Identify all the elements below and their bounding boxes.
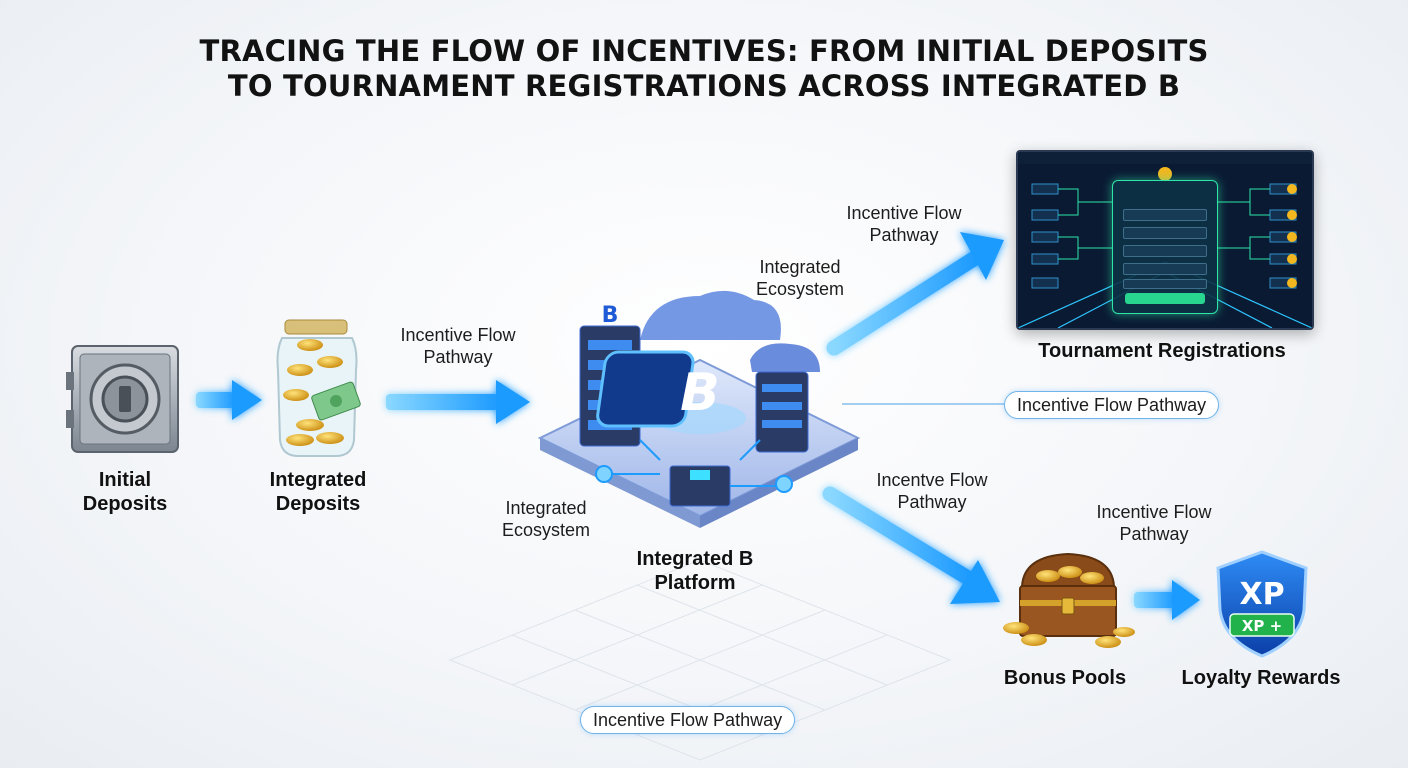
reg-field xyxy=(1123,279,1207,289)
registration-panel xyxy=(1112,180,1218,314)
label-line: Initial xyxy=(98,469,152,491)
reg-field xyxy=(1123,263,1207,275)
platform-small-logo: B xyxy=(602,303,619,328)
label-line: Incentive Flow xyxy=(846,203,962,223)
flow-label-ecosystem-top: Integrated Ecosystem xyxy=(740,256,860,300)
label-line: Incentve Flow xyxy=(876,470,988,490)
label-line: Deposits xyxy=(275,493,361,515)
label-line: Deposits xyxy=(82,493,168,515)
floor-grid xyxy=(448,559,952,761)
arrow-bonus-to-loyalty xyxy=(1134,580,1200,620)
xp-shield-icon: XP XP + xyxy=(1216,550,1308,658)
reg-submit-button xyxy=(1125,293,1205,304)
flow-pill-bottom: Incentive Flow Pathway xyxy=(580,706,796,734)
label-line: Pathway xyxy=(1119,524,1189,544)
arrow-vault-to-jar xyxy=(196,380,262,420)
label-line: Platform xyxy=(654,572,736,594)
label-line: Incentive Flow xyxy=(1096,502,1212,522)
label-line: Integrated xyxy=(505,498,587,518)
flow-label-deposit-to-platform: Incentive Flow Pathway xyxy=(378,324,538,368)
label-line: Pathway xyxy=(423,347,493,367)
label-line: Integrated xyxy=(269,469,367,491)
tournament-screen-icon xyxy=(1016,150,1314,330)
coin-jar-icon xyxy=(276,319,361,457)
node-integrated-deposits-label: Integrated Deposits xyxy=(248,468,388,516)
label-line: Pathway xyxy=(869,225,939,245)
node-bonus-pools-label: Bonus Pools xyxy=(1003,667,1127,689)
label-line: Incentive Flow xyxy=(400,325,516,345)
screen-topbar xyxy=(1018,152,1312,164)
arrow-platform-to-bonus xyxy=(822,486,1000,604)
bracket-graphic xyxy=(1018,167,1312,328)
label-line: Pathway xyxy=(897,492,967,512)
arrow-platform-to-tournament xyxy=(826,232,1004,356)
flow-pill-right: Incentive Flow Pathway xyxy=(1004,391,1220,419)
flow-label-platform-to-tournament: Incentive Flow Pathway xyxy=(824,202,984,246)
platform-logo-letter: B xyxy=(680,363,720,423)
vault-icon xyxy=(66,345,179,453)
b-platform-icon: B B xyxy=(537,290,861,528)
label-line: Integrated B xyxy=(636,548,754,570)
xp-badge-main: XP xyxy=(1239,577,1284,612)
diagram-title: TRACING THE FLOW OF INCENTIVES: FROM INI… xyxy=(0,34,1408,104)
title-line-2: TO TOURNAMENT REGISTRATIONS ACROSS INTEG… xyxy=(227,69,1181,103)
reg-field xyxy=(1123,227,1207,239)
xp-badge-sub: XP + xyxy=(1242,617,1282,635)
node-platform-label: Integrated B Platform xyxy=(610,547,780,595)
flow-label-bonus-to-loyalty: Incentive Flow Pathway xyxy=(1074,501,1234,545)
node-initial-deposits-label: Initial Deposits xyxy=(60,468,190,516)
reg-field xyxy=(1123,209,1207,221)
arrow-jar-to-platform xyxy=(386,380,530,424)
node-loyalty-rewards-label: Loyalty Rewards xyxy=(1181,667,1341,689)
label-line: Ecosystem xyxy=(755,279,845,299)
node-tournament-label: Tournament Registrations xyxy=(1038,340,1286,362)
title-line-1: TRACING THE FLOW OF INCENTIVES: FROM INI… xyxy=(199,34,1209,68)
treasure-chest-icon xyxy=(1003,552,1135,648)
label-line: Ecosystem xyxy=(501,520,591,540)
flow-label-ecosystem-bottom: Integrated Ecosystem xyxy=(486,497,606,541)
reg-field xyxy=(1123,245,1207,257)
label-line: Integrated xyxy=(759,257,841,277)
flow-label-platform-to-bonus: Incentve Flow Pathway xyxy=(854,469,1010,513)
